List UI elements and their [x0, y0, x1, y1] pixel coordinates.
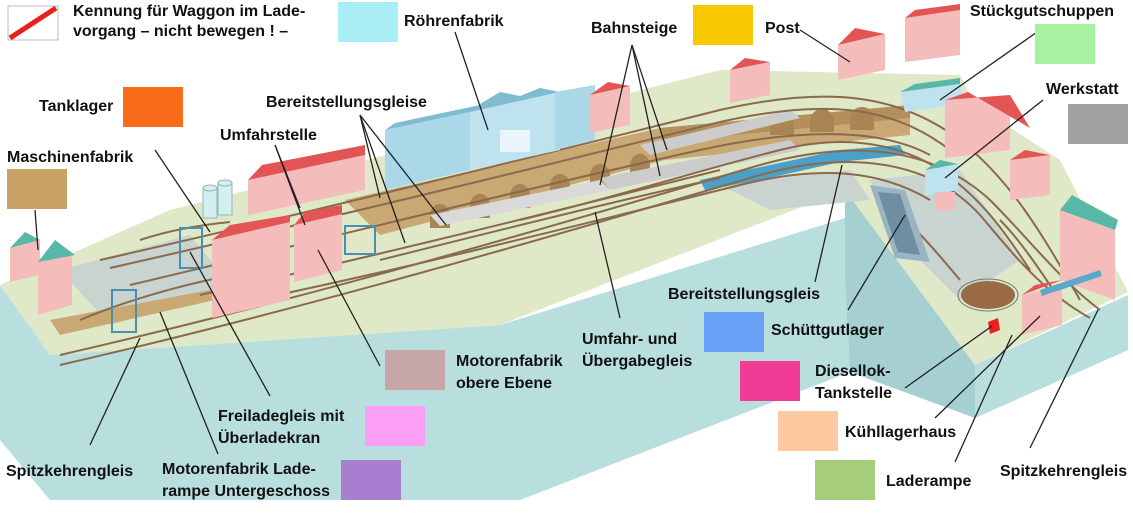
- label-schuettgutlager: Schüttgutlager: [771, 322, 884, 339]
- legend-warning-text-1: Kennung für Waggon im Lade-: [73, 3, 306, 20]
- red-building-top: [590, 82, 630, 133]
- label-spitzkehrengleis-left: Spitzkehrengleis: [6, 463, 134, 480]
- legend-warning-text-2: vorgang – nicht bewegen ! –: [73, 23, 289, 40]
- leader-spitz-right: [1029, 309, 1099, 449]
- leader-freiladegleis: [189, 251, 271, 397]
- swatch-laderampe: [815, 460, 875, 500]
- swatch-kuehllagerhaus: [778, 411, 838, 451]
- crane-structure: [111, 225, 376, 333]
- turntable-rim: [957, 278, 1019, 312]
- label-maschinenfabrik: Maschinenfabrik: [7, 149, 134, 166]
- wagon-warning-icon: [7, 5, 59, 41]
- leader-diesellok: [904, 325, 993, 389]
- leader-bahnsteige-3: [599, 44, 633, 186]
- maschinenfabrik-building: [10, 232, 75, 315]
- swatch-diesellok: [740, 361, 800, 401]
- leader-laderampe: [954, 334, 1013, 463]
- tanklager-silos: [202, 179, 233, 219]
- turntable: [961, 281, 1015, 309]
- label-umfahrstelle: Umfahrstelle: [220, 127, 317, 144]
- label-bahnsteige: Bahnsteige: [591, 20, 678, 37]
- upper-right-buildings: [730, 4, 960, 103]
- label-diesellok-1: Diesellok-: [815, 363, 891, 380]
- leader-tanklager: [154, 149, 211, 233]
- label-tanklager: Tanklager: [39, 98, 114, 115]
- small-teal-building: [925, 160, 958, 210]
- leader-roehrenfabrik: [454, 31, 489, 131]
- leader-bahnsteige-1: [631, 44, 668, 151]
- label-spitzkehrengleis-right: Spitzkehrengleis: [1000, 463, 1128, 480]
- leader-bereit-1: [359, 114, 406, 244]
- leader-stueckgut: [939, 29, 1041, 101]
- label-bereitstellungsgleis: Bereitstellungsgleis: [668, 286, 821, 303]
- leader-spitz-left: [89, 337, 141, 446]
- swatch-roehrenfabrik: [338, 2, 398, 42]
- leader-schuettgut: [847, 214, 906, 311]
- right-wing-buildings: [1022, 195, 1118, 335]
- label-freiladegleis-1: Freiladegleis mit: [218, 408, 345, 425]
- label-motorenfabrik-lade-2: rampe Untergeschoss: [162, 483, 331, 500]
- label-motorenfabrik-oben-1: Motorenfabrik: [456, 353, 563, 370]
- platform: [640, 110, 800, 155]
- ground-patch: [720, 170, 870, 210]
- diesellok-tank: [988, 318, 1000, 334]
- leader-bahnsteige-2: [631, 44, 661, 177]
- leader-bereitstellungsgleis: [814, 164, 843, 283]
- label-umfahr-2: Übergabegleis: [582, 353, 693, 370]
- leader-kuehllager: [934, 315, 1041, 419]
- swatch-maschinenfabrik: [7, 169, 67, 209]
- leader-maschinenfabrik: [34, 209, 39, 251]
- leader-umfahr: [594, 211, 621, 319]
- label-post: Post: [765, 20, 800, 37]
- label-kuehllagerhaus: Kühllagerhaus: [845, 424, 957, 441]
- leader-bereit-3: [359, 114, 447, 226]
- leader-post: [799, 29, 851, 63]
- swatch-freiladegleis: [365, 406, 425, 446]
- platform: [600, 140, 800, 190]
- label-diesellok-2: Tankstelle: [815, 385, 893, 402]
- swatch-stueckgutschuppen: [1035, 24, 1095, 64]
- swatch-werkstatt: [1068, 104, 1128, 144]
- swatch-motorenfabrik-lade: [341, 460, 401, 500]
- leader-umfahrstelle-2: [274, 144, 301, 209]
- roehrenfabrik-building: [385, 85, 595, 190]
- label-motorenfabrik-lade-1: Motorenfabrik Lade-: [162, 461, 316, 478]
- leader-bereit-2: [359, 114, 381, 199]
- swatch-post: [693, 5, 753, 45]
- swatch-motorenfabrik-oben: [385, 350, 445, 390]
- leader-motorenfabrik-lade: [159, 311, 219, 455]
- label-motorenfabrik-oben-2: obere Ebene: [456, 375, 553, 392]
- label-umfahr-1: Umfahr- und: [582, 331, 678, 348]
- leader-werkstatt: [944, 99, 1044, 179]
- werkstatt-buildings: [945, 92, 1050, 200]
- lower-wall: [50, 290, 215, 335]
- swatch-schuettgutlager: [704, 312, 764, 352]
- post-building: [838, 28, 885, 80]
- leader-lines: [34, 29, 1099, 463]
- label-werkstatt: Werkstatt: [1046, 81, 1119, 98]
- label-stueckgutschuppen: Stückgutschuppen: [970, 3, 1115, 20]
- leader-motorenfabrik-oben: [317, 249, 381, 367]
- buildings: [10, 4, 1118, 335]
- label-laderampe: Laderampe: [886, 473, 972, 490]
- steel-bridge: [700, 145, 905, 190]
- platform: [430, 180, 610, 226]
- label-bereitstellungsgleise: Bereitstellungsgleise: [266, 94, 427, 111]
- swatch-tanklager: [123, 87, 183, 127]
- label-freiladegleis-2: Überladekran: [218, 430, 321, 447]
- red-roof-buildings: [212, 145, 365, 318]
- conveyor: [1040, 270, 1102, 296]
- label-roehrenfabrik: Röhrenfabrik: [404, 13, 504, 30]
